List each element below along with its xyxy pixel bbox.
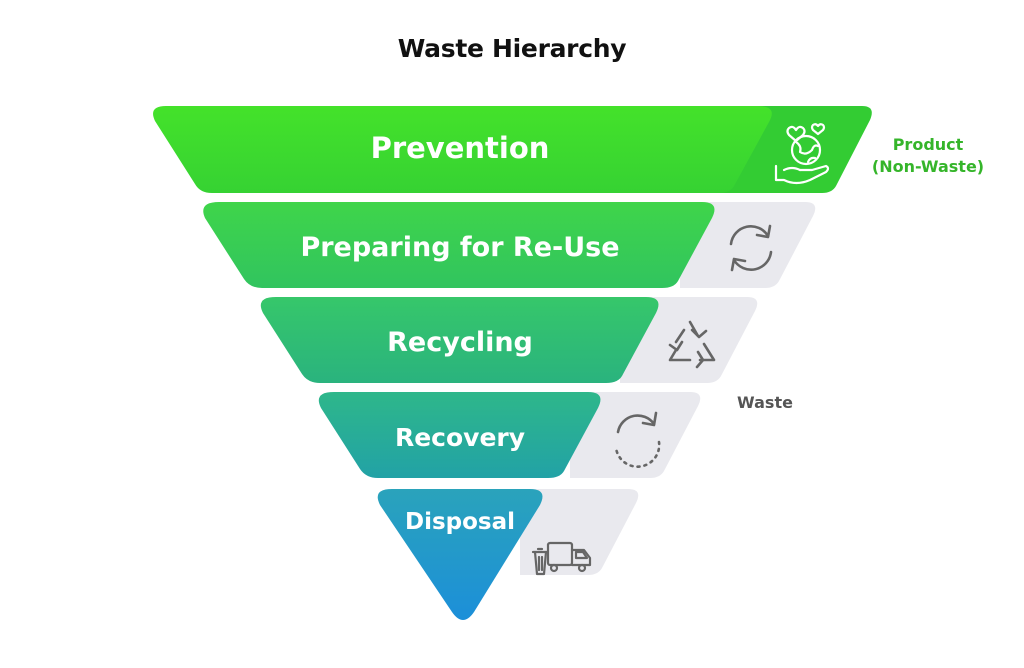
level-label-recovery: Recovery — [395, 423, 525, 452]
reuse-tab — [680, 202, 816, 288]
band-prevention — [153, 106, 772, 193]
circular-arrow-icon — [614, 411, 661, 468]
recovery-tab — [570, 392, 701, 478]
disposal-tab — [520, 489, 639, 575]
waste-label: Waste — [737, 393, 793, 412]
band-recycling — [260, 297, 659, 383]
level-label-disposal: Disposal — [405, 509, 515, 535]
level-label-prevention: Prevention — [371, 131, 550, 165]
product-non-waste-label: Product (Non-Waste) — [871, 135, 985, 176]
refresh-arrows-icon — [729, 224, 773, 272]
recycling-tab — [620, 297, 758, 383]
hand-globe-hearts-icon — [774, 123, 830, 185]
diagram-title: Waste Hierarchy — [397, 34, 627, 63]
level-label-reuse: Preparing for Re-Use — [300, 232, 619, 263]
level-label-recycling: Recycling — [387, 327, 533, 358]
band-disposal — [377, 489, 543, 620]
band-reuse — [203, 202, 715, 288]
band-recovery — [318, 392, 601, 478]
recycle-icon — [668, 320, 716, 369]
garbage-truck-icon — [531, 541, 592, 576]
